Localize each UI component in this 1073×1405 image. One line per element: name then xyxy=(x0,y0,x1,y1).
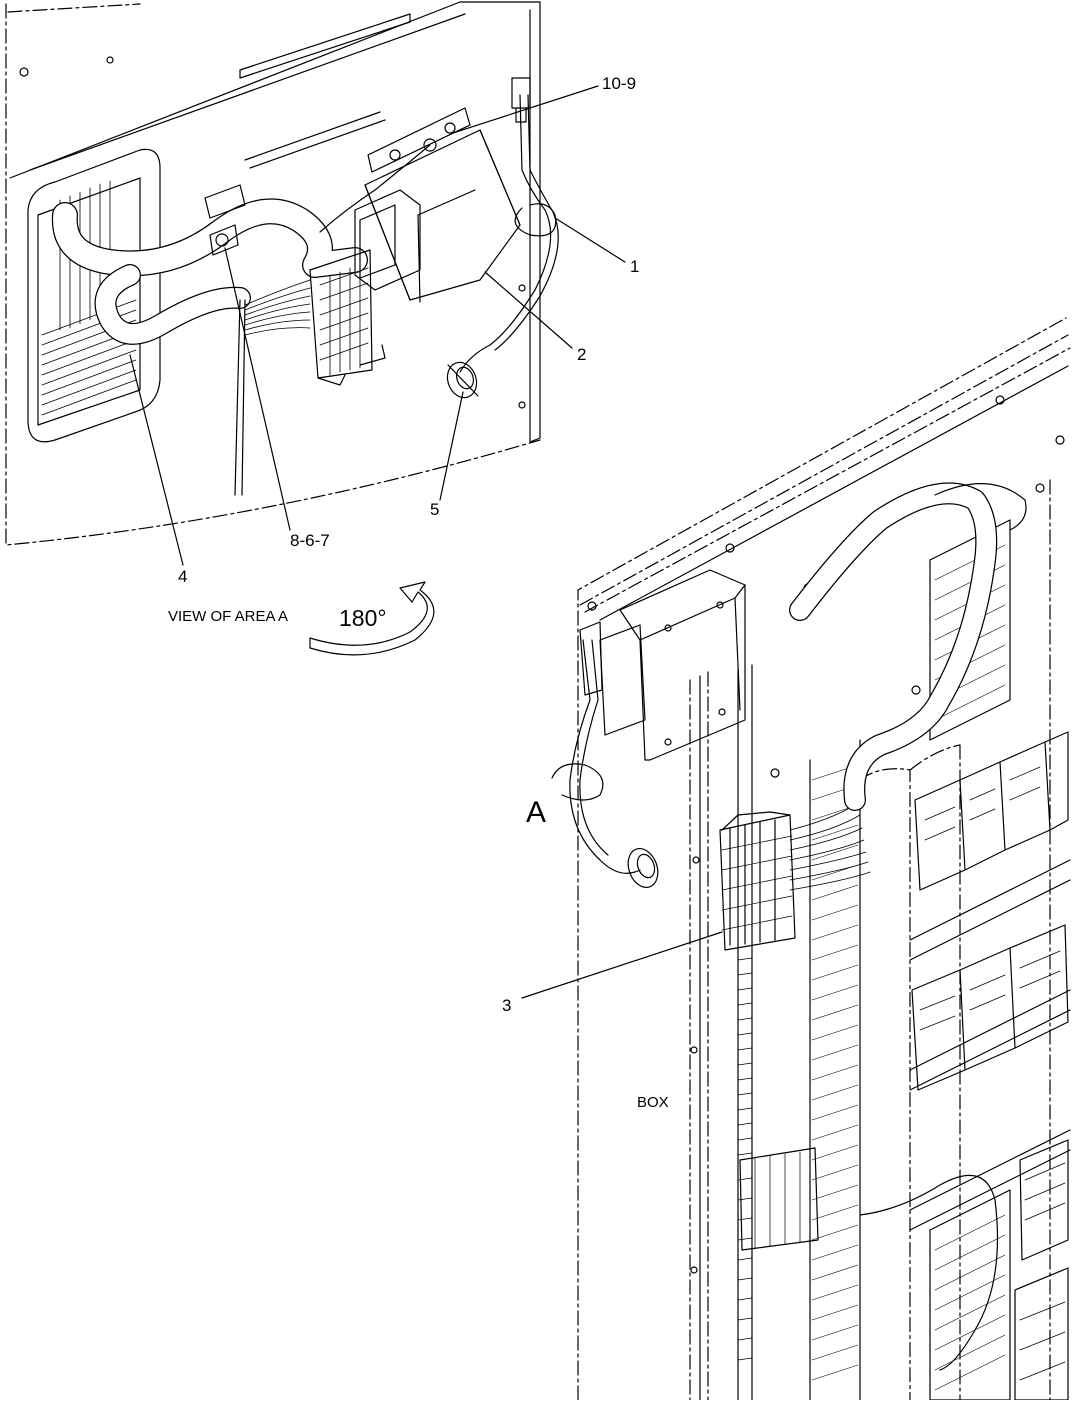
breaker-group xyxy=(911,924,1069,1091)
cabinet-screw xyxy=(1055,435,1065,445)
grommet-door xyxy=(627,848,659,888)
area-label: A xyxy=(526,796,546,829)
wire-duct-lower xyxy=(929,1189,1011,1401)
callout-10-9: 10-9 xyxy=(602,74,636,93)
terminal-strip xyxy=(737,957,753,1361)
leader-10-9 xyxy=(452,85,599,134)
rotation-arrow-icon xyxy=(309,581,435,656)
cabinet-screw xyxy=(587,601,597,611)
view-caption: VIEW OF AREA A xyxy=(168,608,288,625)
rotation-label: 180° xyxy=(339,605,387,631)
cabinet-view xyxy=(521,317,1071,1401)
din-rail-horizontal xyxy=(909,859,1071,961)
cabinet-screw xyxy=(1035,483,1045,493)
detail-view-boundary xyxy=(5,3,541,546)
callout-8-6-7: 8-6-7 xyxy=(290,531,330,550)
wire-duct xyxy=(809,739,861,1401)
bolt-8-6-7 xyxy=(209,224,239,256)
leader-5 xyxy=(439,391,464,501)
leader-3 xyxy=(521,931,723,999)
cabinet-screw xyxy=(911,685,921,695)
panel-rail xyxy=(239,13,411,79)
door-cable xyxy=(569,639,641,874)
panel-screw xyxy=(19,67,29,77)
terminal-block-lower xyxy=(739,1147,819,1251)
callout-4: 4 xyxy=(178,567,187,586)
cabinet-screw xyxy=(995,395,1005,405)
leader-2 xyxy=(484,271,573,349)
wire-fan-cabinet xyxy=(789,804,871,891)
breaker-group xyxy=(914,731,1069,891)
terminal-block-3 xyxy=(719,811,796,951)
wire-harness-4-lower-fill xyxy=(95,265,250,344)
din-rail-horizontal xyxy=(909,1129,1071,1231)
panel-screw xyxy=(518,284,526,292)
cable-loop-outer xyxy=(494,94,559,351)
callout-2: 2 xyxy=(577,345,586,364)
panel-screw xyxy=(106,56,114,64)
lower-cable xyxy=(859,1174,999,1371)
grommet-5 xyxy=(446,361,479,399)
callout-5: 5 xyxy=(430,500,439,519)
electrical-box-2 xyxy=(354,107,521,303)
cable-tie-1 xyxy=(514,203,557,237)
harness-cover xyxy=(934,483,1027,531)
door-electrical-box xyxy=(599,569,746,761)
door-screw xyxy=(690,1046,698,1054)
cabinet-inner-edge xyxy=(599,365,1069,621)
door-screw xyxy=(690,1266,698,1274)
ground-wire xyxy=(319,144,431,233)
din-rail xyxy=(737,664,753,1401)
panel-inner-edge xyxy=(29,13,466,171)
door-connector xyxy=(579,621,603,696)
cabinet-outline xyxy=(577,317,1067,1401)
leader-8-6-7 xyxy=(224,247,291,531)
cable-loop xyxy=(459,94,552,373)
cabinet-top-edge xyxy=(579,334,1071,613)
terminal-block xyxy=(309,249,386,386)
main-harness-fill xyxy=(790,483,996,810)
harness-clamp xyxy=(204,184,246,219)
leader-4 xyxy=(129,354,184,566)
din-rail-horizontal xyxy=(909,989,1071,1091)
detail-view-cut-edge xyxy=(7,3,141,13)
wire-fan xyxy=(244,279,311,336)
door-cable-outer xyxy=(579,639,609,856)
window-inner xyxy=(37,177,141,426)
panel-screw xyxy=(518,401,526,409)
cable-tie-door xyxy=(551,763,604,801)
callout-1: 1 xyxy=(630,257,639,276)
door-screw xyxy=(692,856,700,864)
panel-rail xyxy=(244,111,386,169)
door-side xyxy=(689,671,709,1401)
wire-harness-4-fill xyxy=(53,199,367,277)
box-label: BOX xyxy=(637,1094,669,1111)
breaker-group xyxy=(1014,1267,1069,1401)
ring-terminal xyxy=(423,138,437,152)
door-panel xyxy=(9,1,541,443)
cabinet-screw xyxy=(770,768,780,778)
breaker-group xyxy=(1019,1139,1069,1261)
cabinet-screw xyxy=(725,543,735,553)
callout-3: 3 xyxy=(502,996,511,1015)
leader-1 xyxy=(554,217,626,263)
detail-view xyxy=(5,1,626,566)
window-frame xyxy=(27,148,161,443)
